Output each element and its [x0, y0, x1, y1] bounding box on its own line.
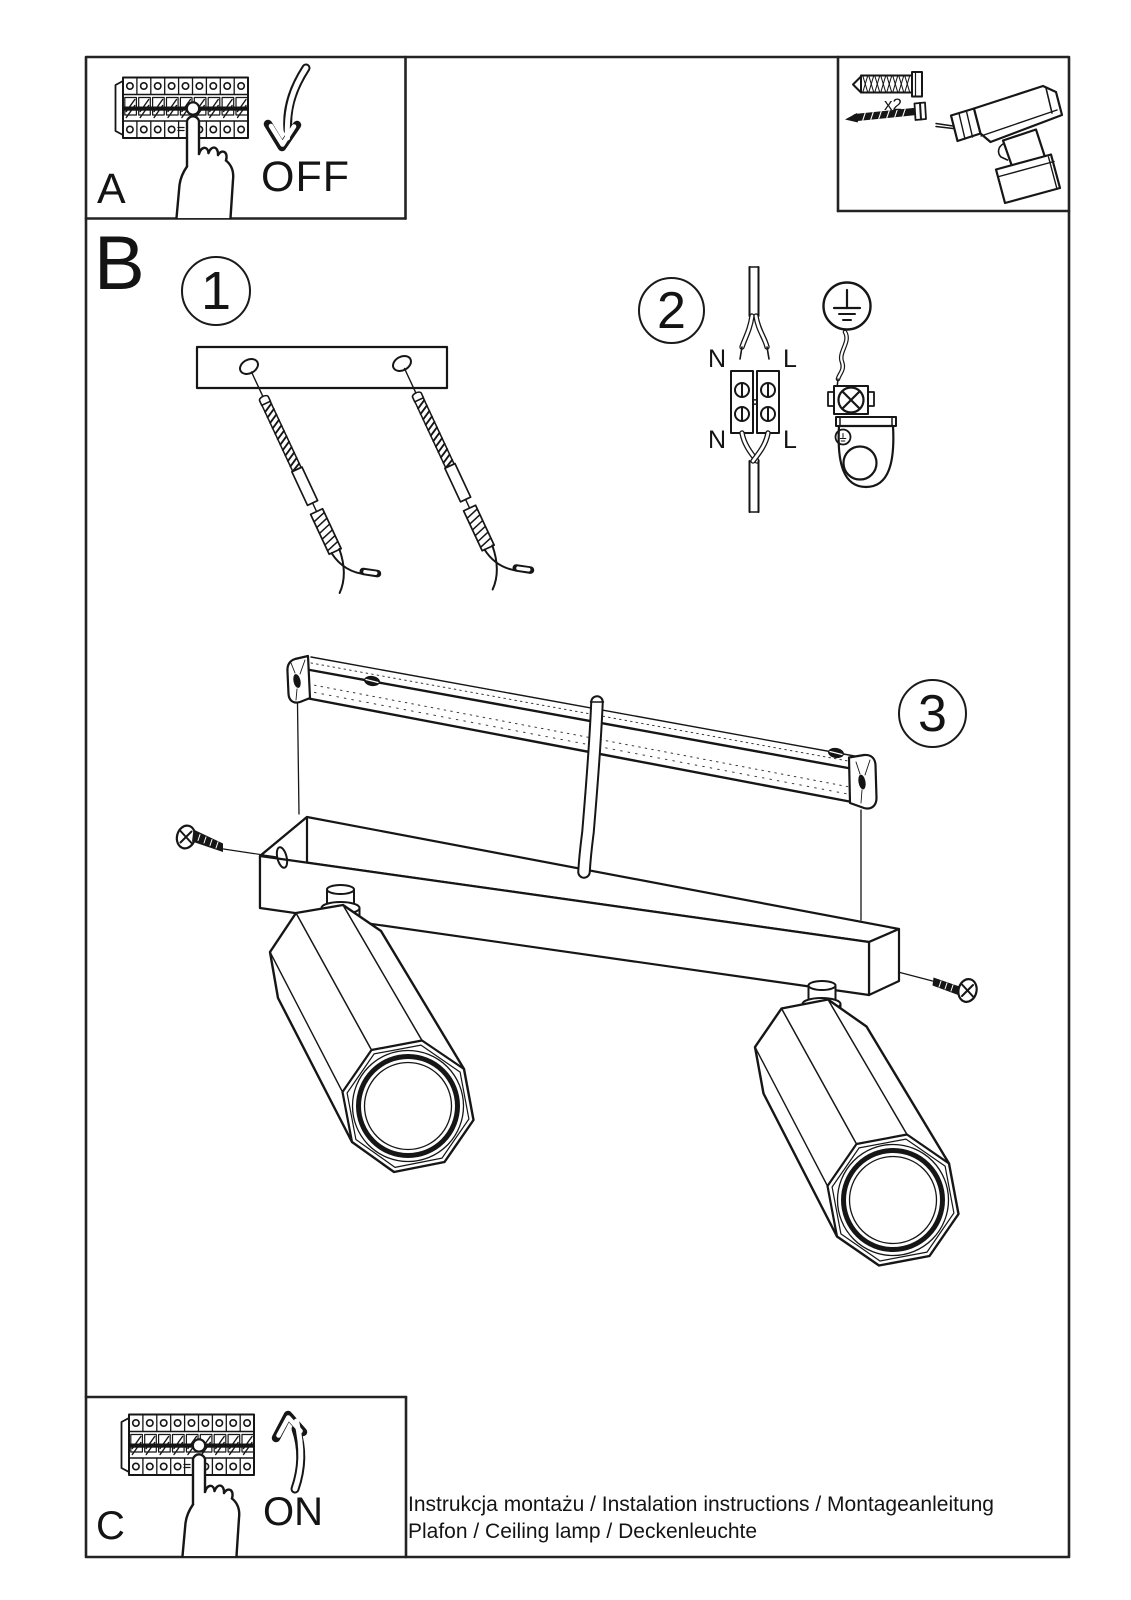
power-cable-drawing: [577, 695, 605, 879]
on-arrow-icon: [271, 1410, 308, 1494]
spotlight-right-drawing: [753, 980, 960, 1267]
footer-product: Plafon / Ceiling lamp / Deckenleuchte: [408, 1520, 758, 1543]
wire-label-neutral-top: N: [708, 345, 727, 373]
terminal-block-drawing: [730, 370, 780, 434]
wire-label-live-bottom: L: [783, 426, 797, 454]
anchor-quantity: x2: [884, 95, 902, 114]
wire-label-neutral-bottom: N: [708, 426, 727, 454]
section-c-label: C: [96, 1504, 125, 1548]
mounting-plate-drawing: [195, 345, 449, 390]
ceiling-bracket-drawing: [286, 654, 878, 921]
breaker-panel-drawing: [114, 76, 250, 140]
lamp-body-drawing: [258, 815, 901, 997]
screw-icon: [845, 101, 927, 123]
mains-cable-bottom-drawing: [739, 430, 771, 513]
ground-clamp-drawing: [827, 329, 897, 489]
section-a-label: A: [97, 165, 126, 213]
drill-icon: [935, 84, 1064, 205]
section-b-label: B: [94, 221, 145, 306]
body-screw-right-icon: [899, 971, 978, 1003]
off-arrow-icon: [263, 63, 311, 152]
screw-anchor-left: [239, 360, 378, 593]
screw-anchor-right: [392, 356, 531, 589]
off-label: OFF: [261, 153, 350, 201]
breaker-panel-drawing-c: [120, 1413, 256, 1477]
ground-symbol-icon: [822, 281, 872, 331]
wire-label-live-top: L: [783, 345, 797, 373]
step1-badge: 1: [181, 256, 251, 326]
on-label: ON: [263, 1490, 323, 1534]
wall-anchor-icon: [852, 71, 923, 98]
mains-cable-drawing: [739, 266, 770, 360]
step3-badge: 3: [898, 679, 967, 748]
body-screw-left-icon: [175, 824, 278, 858]
step2-badge: 2: [638, 277, 705, 344]
spotlight-left-drawing: [268, 884, 475, 1174]
footer-instructions: Instrukcja montażu / Instalation instruc…: [408, 1493, 994, 1516]
page-frame: [84, 55, 1071, 1559]
